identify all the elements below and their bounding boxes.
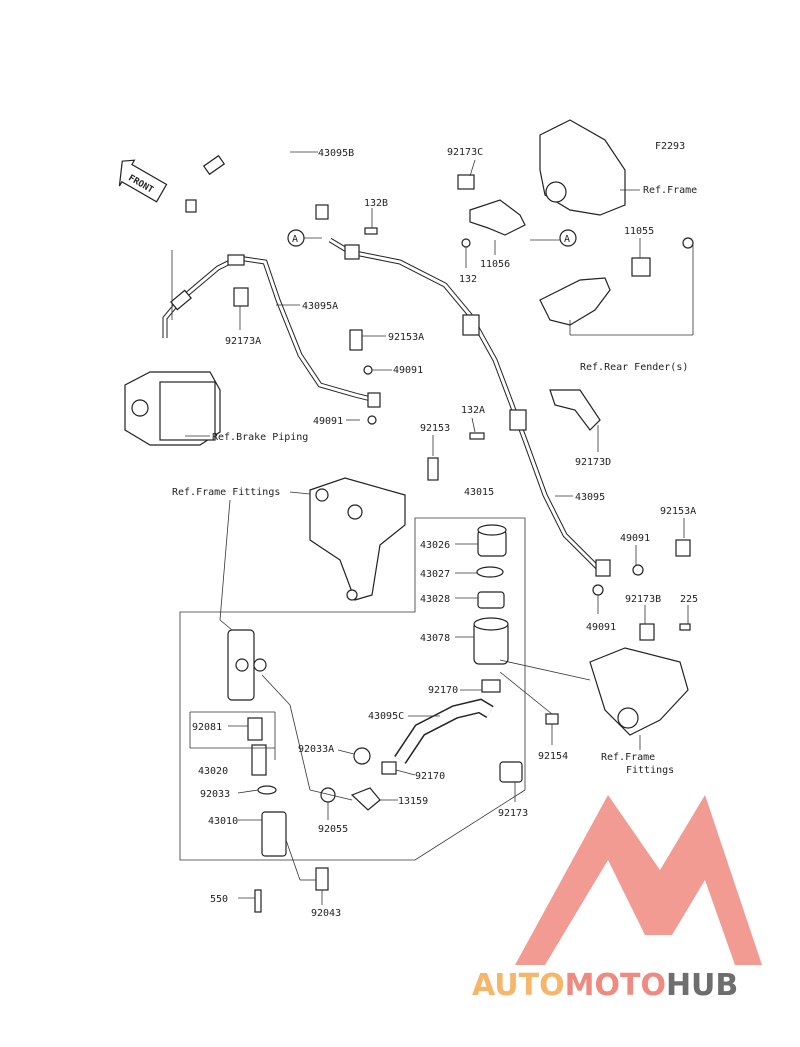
pin-92043 (315, 867, 329, 891)
reservoir-assembly-box (179, 517, 526, 861)
label-92173A: 92173A (225, 336, 261, 347)
label-43095A: 43095A (302, 301, 338, 312)
bracket-92173B (639, 623, 655, 641)
label-43027: 43027 (420, 569, 450, 580)
label-43015: 43015 (464, 487, 494, 498)
label-49091-c: 49091 (620, 533, 650, 544)
watermark-text-auto: AUTOMOTOHUB (472, 968, 738, 1003)
abs-unit (124, 371, 221, 446)
master-cylinder-body (227, 629, 267, 701)
rear-fender-part (539, 237, 694, 326)
circlip-92033 (257, 785, 277, 795)
label-49091-a: 49091 (393, 365, 423, 376)
label-11055: 11055 (624, 226, 654, 237)
label-49091-d: 49091 (586, 622, 616, 633)
clip-92173 (499, 761, 523, 783)
bolt-92154 (545, 713, 559, 725)
label-43078: 43078 (420, 633, 450, 644)
diagram-code: F2293 (655, 141, 685, 152)
label-92170-a: 92170 (428, 685, 458, 696)
label-43010: 43010 (208, 816, 238, 827)
bolt-225 (679, 623, 691, 631)
clamp-92170-b (381, 761, 397, 775)
label-ref-frame-fittings-right-1: Ref.Frame (601, 752, 655, 763)
label-92173D: 92173D (575, 457, 611, 468)
bolt-92153 (427, 457, 439, 481)
label-43020: 43020 (198, 766, 228, 777)
label-43095B: 43095B (318, 148, 354, 159)
svg-text:A: A (564, 234, 570, 245)
label-92170-b: 92170 (415, 771, 445, 782)
label-ref-frame-top: Ref.Frame (643, 185, 697, 196)
leader-lines (171, 151, 689, 905)
label-132B: 132B (364, 198, 388, 209)
label-92173B: 92173B (625, 594, 661, 605)
front-arrow-icon: FRONT (118, 159, 168, 203)
label-92154: 92154 (538, 751, 568, 762)
label-92055: 92055 (318, 824, 348, 835)
logo-m-shape (515, 795, 762, 965)
label-92153: 92153 (420, 423, 450, 434)
piston-43020 (251, 744, 267, 776)
hose-43095B (185, 136, 329, 220)
label-92081: 92081 (192, 722, 222, 733)
pin-550 (254, 889, 262, 913)
frame-fitting-left (309, 477, 406, 601)
label-550: 550 (210, 894, 228, 905)
plate-43028 (477, 591, 505, 609)
label-92033: 92033 (200, 789, 230, 800)
spring-92081 (247, 717, 263, 741)
bracket-11056 (457, 174, 526, 248)
frame-part-top (539, 119, 626, 216)
bolt-132A (469, 432, 485, 440)
label-43095: 43095 (575, 492, 605, 503)
diaphragm-43027 (476, 566, 504, 578)
banjo-bolt-92153A (349, 329, 363, 351)
label-132A: 132A (461, 405, 485, 416)
part-labels: 43095B 132B 92173C Ref.Frame 11056 132 1… (172, 147, 698, 919)
label-225: 225 (680, 594, 698, 605)
clamp-92170-a (481, 679, 501, 693)
label-43028: 43028 (420, 594, 450, 605)
label-92033A: 92033A (298, 744, 334, 755)
label-92153A-right: 92153A (660, 506, 696, 517)
push-rod-43010 (261, 811, 287, 857)
banjo-bolt-92153A-right (675, 539, 691, 557)
label-43026: 43026 (420, 540, 450, 551)
callout-a-right: A (530, 229, 577, 247)
clamp-92173A (233, 287, 249, 307)
circlip-92033A (353, 747, 371, 765)
hose-43095A (162, 254, 381, 408)
label-13159: 13159 (398, 796, 428, 807)
svg-text:A: A (292, 234, 298, 245)
fitting-13159 (350, 787, 381, 811)
hose-43095 (328, 237, 611, 577)
bolt-132B (364, 227, 378, 235)
label-132: 132 (459, 274, 477, 285)
label-ref-brake-piping: Ref.Brake Piping (212, 432, 308, 443)
label-92173C: 92173C (447, 147, 483, 158)
label-49091-b: 49091 (313, 416, 343, 427)
label-ref-frame-fittings-right-2: Fittings (626, 765, 674, 776)
label-92173: 92173 (498, 808, 528, 819)
callout-a-left: A (287, 229, 322, 247)
label-ref-rear-fender: Ref.Rear Fender(s) (580, 362, 688, 373)
label-11056: 11056 (480, 259, 510, 270)
reservoir-43078 (473, 617, 509, 665)
label-ref-frame-fittings-left: Ref.Frame Fittings (172, 487, 280, 498)
frame-fitting-right (589, 647, 689, 736)
label-92043: 92043 (311, 908, 341, 919)
label-43095C: 43095C (368, 711, 404, 722)
reservoir-cap-43026 (477, 524, 507, 557)
bracket-92173D (549, 389, 601, 431)
oring-92055 (320, 787, 336, 803)
watermark-logo (515, 795, 762, 965)
label-92153A-top: 92153A (388, 332, 424, 343)
